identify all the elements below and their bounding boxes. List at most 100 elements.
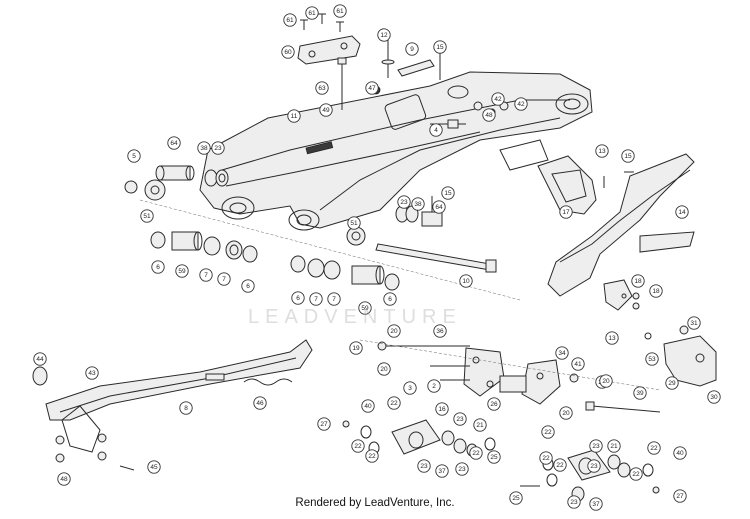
callout-23: 23: [589, 439, 603, 453]
callout-label: 15: [436, 44, 444, 51]
callout-63: 63: [315, 81, 329, 95]
callout-label: 18: [652, 288, 660, 295]
top-bracket-drawing: [297, 13, 441, 110]
left-pivot-parts-drawing: [124, 165, 521, 301]
callout-3: 3: [403, 381, 417, 395]
callout-label: 6: [296, 295, 300, 302]
callout-label: 18: [634, 278, 642, 285]
callout-42: 42: [514, 97, 528, 111]
callout-8: 8: [179, 401, 193, 415]
callout-label: 51: [350, 220, 358, 227]
callout-25: 25: [487, 450, 501, 464]
callout-23: 23: [567, 495, 581, 509]
callout-label: 22: [472, 450, 480, 457]
callout-label: 12: [380, 32, 388, 39]
callout-19: 19: [349, 341, 363, 355]
callout-20: 20: [599, 374, 613, 388]
rear-bracket-drawing: [603, 279, 717, 387]
callout-6: 6: [291, 291, 305, 305]
callout-49: 49: [319, 103, 333, 117]
callout-22: 22: [387, 396, 401, 410]
callout-38: 38: [197, 141, 211, 155]
callout-61: 61: [305, 6, 319, 20]
callout-label: 11: [291, 113, 298, 120]
callout-label: 37: [592, 501, 600, 508]
callout-label: 45: [150, 464, 158, 471]
callout-53: 53: [645, 352, 659, 366]
callout-7: 7: [199, 268, 213, 282]
callout-10: 10: [459, 274, 473, 288]
callout-label: 7: [222, 276, 226, 283]
callout-label: 15: [624, 153, 632, 160]
callout-label: 61: [286, 17, 294, 24]
callout-51: 51: [347, 216, 361, 230]
callout-21: 21: [607, 439, 621, 453]
callout-label: 42: [494, 96, 502, 103]
callout-label: 30: [710, 394, 718, 401]
callout-label: 6: [156, 264, 160, 271]
callout-label: 26: [490, 401, 498, 408]
lower-center-bearings-drawing: [290, 243, 497, 291]
callout-23: 23: [211, 141, 225, 155]
callout-61: 61: [333, 4, 347, 18]
watermark: LEADVENTURE: [248, 306, 462, 328]
callout-label: 6: [388, 296, 392, 303]
callout-41: 41: [571, 357, 585, 371]
callout-34: 34: [555, 346, 569, 360]
callout-label: 37: [438, 468, 446, 475]
callout-label: 7: [332, 296, 336, 303]
callout-label: 19: [352, 345, 360, 352]
callout-label: 22: [544, 429, 552, 436]
callout-label: 22: [354, 443, 362, 450]
callout-label: 10: [462, 278, 470, 285]
callout-label: 39: [636, 390, 644, 397]
callout-40: 40: [361, 399, 375, 413]
callout-45: 45: [147, 460, 161, 474]
callout-label: 8: [184, 405, 188, 412]
callout-label: 23: [590, 463, 598, 470]
callout-label: 22: [368, 453, 376, 460]
callout-48: 48: [482, 108, 496, 122]
callout-label: 22: [556, 462, 564, 469]
swingarm-drawing: [199, 71, 593, 231]
callout-23: 23: [455, 462, 469, 476]
callout-label: 22: [650, 445, 658, 452]
callout-51: 51: [140, 209, 154, 223]
callout-27: 27: [317, 417, 331, 431]
callout-18: 18: [649, 284, 663, 298]
callout-22: 22: [351, 439, 365, 453]
callout-7: 7: [217, 272, 231, 286]
callout-40: 40: [673, 446, 687, 460]
callout-label: 25: [512, 495, 520, 502]
callout-label: 17: [562, 209, 570, 216]
callout-label: 59: [361, 305, 369, 312]
callout-label: 31: [690, 320, 698, 327]
callout-label: 48: [485, 112, 493, 119]
callout-23: 23: [397, 195, 411, 209]
callout-48: 48: [57, 472, 71, 486]
callout-label: 16: [438, 406, 446, 413]
callout-label: 40: [364, 403, 372, 410]
callout-label: 15: [444, 190, 452, 197]
callout-label: 64: [435, 204, 443, 211]
callout-6: 6: [241, 279, 255, 293]
callout-7: 7: [327, 292, 341, 306]
callout-17: 17: [559, 205, 573, 219]
callout-4: 4: [429, 123, 443, 137]
callout-label: 64: [170, 140, 178, 147]
callout-11: 11: [287, 109, 301, 123]
callout-label: 38: [414, 201, 422, 208]
callout-59: 59: [175, 264, 189, 278]
callout-label: 14: [678, 209, 686, 216]
callout-label: 20: [602, 378, 610, 385]
callout-label: 4: [434, 127, 438, 134]
callout-22: 22: [539, 451, 553, 465]
callout-label: 13: [598, 148, 606, 155]
callout-label: 23: [592, 443, 600, 450]
callout-6: 6: [151, 260, 165, 274]
callout-46: 46: [253, 396, 267, 410]
callout-label: 61: [308, 10, 316, 17]
callout-23: 23: [453, 412, 467, 426]
lower-link-drawing: [342, 419, 660, 502]
